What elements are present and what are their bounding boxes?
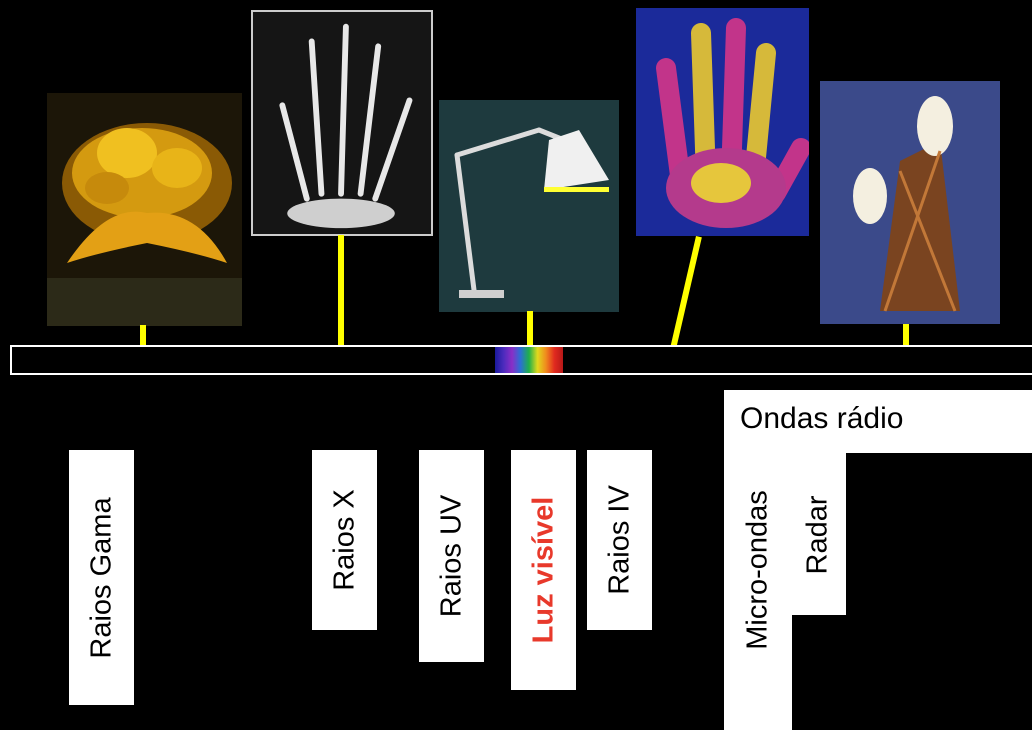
label-xray: Raios X — [328, 489, 361, 591]
radar-label-box: Radar — [790, 450, 846, 615]
label-micro: Micro-ondas — [742, 490, 775, 650]
micro-label-box: Micro-ondas — [724, 450, 792, 730]
label-radar: Radar — [802, 496, 835, 575]
radar-connector — [903, 324, 909, 347]
visible-spectrum-band — [495, 347, 563, 373]
gamma-explosion-image — [47, 93, 242, 326]
label-box-ir: Raios IV — [587, 450, 652, 630]
label-uv: Raios UV — [435, 495, 468, 618]
xray-hand-image — [251, 10, 433, 236]
label-box-visible: Luz visível — [511, 450, 576, 690]
radar-dishes-image — [820, 81, 1000, 324]
infrared-hand-image — [636, 8, 809, 236]
uv-connector — [527, 311, 533, 347]
label-box-xray: Raios X — [312, 450, 377, 630]
uv-lamp-image — [439, 100, 619, 312]
label-box-gamma: Raios Gama — [69, 450, 134, 705]
xray-connector — [338, 235, 344, 347]
label-gamma: Raios Gama — [85, 497, 118, 658]
ir-connector — [670, 236, 702, 349]
gamma-connector — [140, 325, 146, 347]
label-ir: Raios IV — [603, 485, 636, 595]
label-box-uv: Raios UV — [419, 450, 484, 662]
label-radio: Ondas rádio — [740, 402, 903, 436]
spectrum-bar — [10, 345, 1032, 375]
label-visible: Luz visível — [527, 497, 560, 644]
